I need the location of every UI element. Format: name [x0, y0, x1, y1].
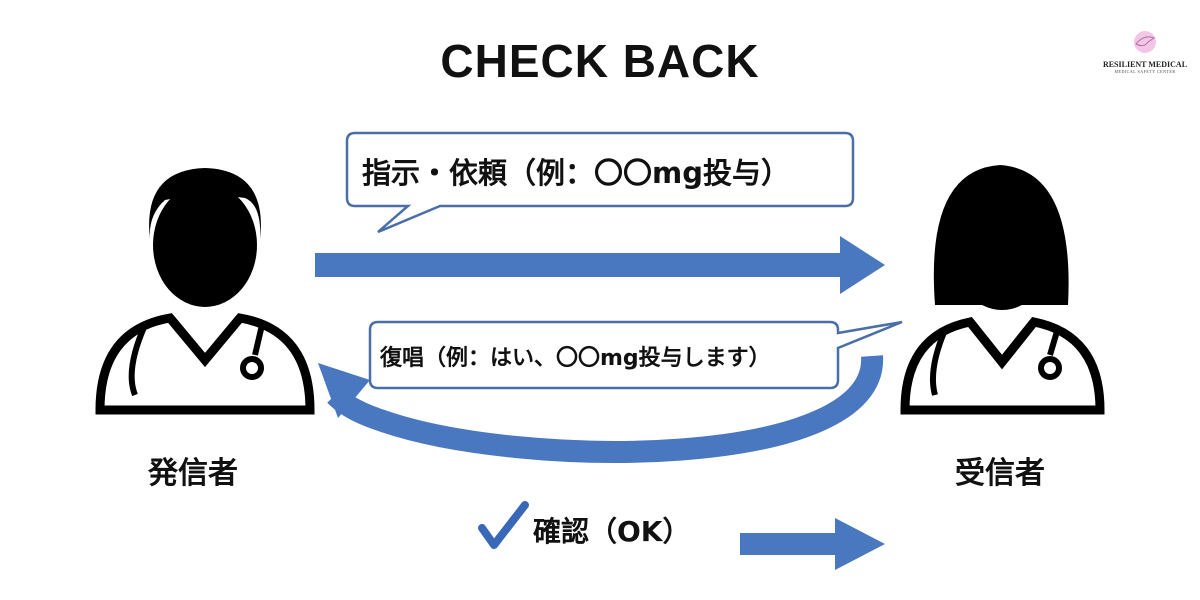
sender-label: 発信者 [148, 456, 238, 491]
receiver-nurse-icon [900, 165, 1105, 415]
logo-subtitle: MEDICAL SAFETY CENTER [1114, 69, 1176, 74]
instruction-bubble-shape [345, 131, 855, 234]
sender-doctor-icon [95, 168, 315, 415]
readback-arrow [318, 355, 884, 463]
confirm-arrow [740, 518, 885, 570]
receiver-label: 受信者 [955, 456, 1045, 491]
confirm-label: 確認（OK） [533, 515, 691, 548]
readback-bubble-shape [368, 320, 903, 390]
diagram-title: CHECK BACK [440, 35, 760, 87]
check-icon [478, 501, 529, 549]
instruction-bubble-text: 指示・依頼（例：〇〇mg投与） [362, 156, 790, 190]
readback-bubble-text: 復唱（例：はい、〇〇mg投与します） [380, 346, 771, 371]
logo: RESILIENT MEDICAL MEDICAL SAFETY CENTER [1100, 30, 1190, 74]
instruction-arrow [315, 236, 885, 294]
dove-logo-icon [1134, 31, 1156, 53]
logo-name: RESILIENT MEDICAL [1102, 60, 1188, 69]
